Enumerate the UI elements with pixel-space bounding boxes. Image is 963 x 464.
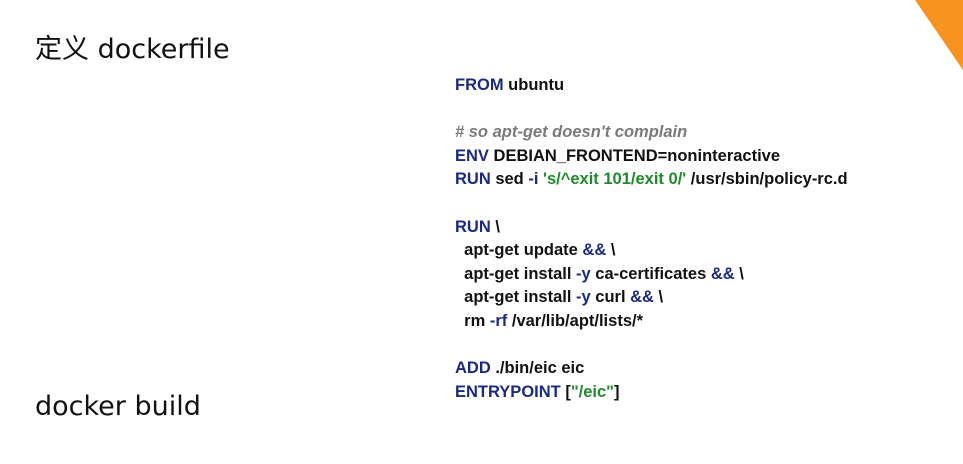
code-token: apt-get install — [455, 264, 577, 283]
code-line: apt-get install -y ca-certificates && \ — [455, 263, 848, 287]
code-token: apt-get install — [455, 288, 577, 307]
code-token: RUN — [455, 170, 491, 189]
code-line: ENTRYPOINT ["/eic"] — [455, 381, 848, 405]
code-token: && — [582, 241, 607, 260]
code-token: FROM — [455, 76, 504, 94]
dockerfile-code-block: FROM ubuntu # so apt-get doesn't complai… — [455, 74, 848, 404]
code-line: ENV DEBIAN_FRONTEND=noninteractive — [455, 145, 848, 169]
code-token: ./bin/eic eic — [490, 359, 585, 378]
code-token: \ — [490, 217, 500, 236]
code-line: # so apt-get doesn't complain — [455, 121, 848, 145]
code-line — [455, 192, 848, 216]
code-token: && — [710, 264, 735, 283]
code-token: rm — [455, 311, 490, 330]
corner-accent-shape — [915, 0, 963, 70]
code-token: curl — [590, 288, 631, 307]
code-token: DEBIAN_FRONTEND=noninteractive — [488, 146, 781, 165]
slide-subtitle: docker build — [35, 391, 201, 422]
code-line: RUN \ — [455, 216, 848, 240]
code-line: FROM ubuntu — [455, 74, 848, 98]
code-token: && — [630, 288, 654, 307]
code-token: ] — [614, 382, 620, 401]
code-token: ADD — [455, 359, 491, 378]
code-token: 's/^exit 101/exit 0/' — [543, 170, 687, 189]
code-token: /usr/sbin/policy-rc.d — [686, 170, 848, 189]
code-token: RUN — [455, 217, 491, 236]
code-token: ENTRYPOINT — [455, 382, 561, 401]
code-line — [455, 334, 848, 358]
code-line: rm -rf /var/lib/apt/lists/* — [455, 310, 848, 334]
code-line: apt-get install -y curl && \ — [455, 286, 848, 310]
code-token: "/eic" — [570, 382, 614, 401]
code-token: -y — [576, 288, 591, 307]
code-line: apt-get update && \ — [455, 239, 848, 263]
code-token: ubuntu — [503, 76, 565, 94]
code-token: -y — [576, 264, 591, 283]
code-token: \ — [653, 288, 664, 307]
code-token: # so apt-get doesn't complain — [455, 123, 688, 142]
code-token: [ — [560, 382, 571, 401]
code-token: -rf — [489, 311, 508, 330]
code-token: apt-get update — [455, 241, 583, 260]
code-token: \ — [734, 264, 744, 283]
code-token: ca-certificates — [590, 264, 711, 283]
code-token: /var/lib/apt/lists/* — [507, 311, 643, 330]
code-line: ADD ./bin/eic eic — [455, 357, 848, 381]
code-line — [455, 98, 848, 122]
code-token: ENV — [455, 146, 489, 165]
code-token: -i — [528, 170, 539, 189]
slide-title: 定义 dockerfile — [35, 34, 230, 65]
code-line: RUN sed -i 's/^exit 101/exit 0/' /usr/sb… — [455, 168, 848, 192]
code-token: sed — [490, 170, 529, 189]
code-token: \ — [606, 241, 616, 260]
